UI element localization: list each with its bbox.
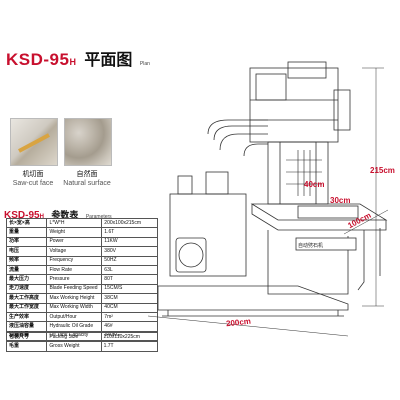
table-frame [267, 230, 349, 295]
param-name-en: Blade Feeding Speed [46, 283, 103, 295]
param-name-en: Frequency [46, 255, 103, 266]
model-suffix: H [69, 57, 76, 67]
natural-surface-caption: 自然面 Natural surface [57, 170, 117, 188]
param-name-cn: 功率 [5, 236, 48, 248]
caption-cn: 自然面 [76, 171, 98, 178]
param-name-cn: 最大工作宽度 [5, 302, 48, 313]
param-name-en: Weight [46, 227, 103, 238]
tank-door [175, 237, 207, 273]
param-name-en: Hydraulic Oil Grade [46, 321, 103, 332]
params-model: KSD-95 [4, 210, 40, 221]
saw-cut-sample-photo [10, 118, 58, 166]
plan-title-cn: 平面图 [84, 52, 133, 69]
param-name-cn: 液压油容量 [5, 321, 48, 332]
param-name-en: Max Working Width [46, 302, 103, 313]
param-name-cn: 毛重 [5, 341, 48, 352]
page-title: KSD-95H 平面图 Plan [6, 46, 150, 70]
param-name-cn: 重量 [5, 227, 48, 238]
params-title-en: Parameters [85, 214, 112, 220]
param-name-cn: 流量 [5, 264, 48, 276]
width-40-dimension: 40cm [304, 180, 325, 189]
param-name-en: Packing Size [46, 331, 102, 343]
press-head [249, 67, 339, 143]
param-name-en: Power [46, 236, 103, 248]
model-name: KSD-95 [6, 50, 70, 69]
param-value: 1.7T [100, 341, 159, 352]
param-name-en: Flow Rate [46, 264, 103, 276]
param-name-en: Pressure [46, 274, 103, 285]
tank-gauge [178, 242, 204, 268]
brand-plate-text: 自动劈石机 [298, 242, 323, 249]
pump [205, 171, 229, 195]
natural-surface-sample-photo [64, 118, 112, 166]
length-dim-line [148, 315, 349, 337]
width-dim-line [343, 209, 389, 235]
param-name-en: Max Working Height [46, 293, 103, 304]
brand-plate [295, 237, 357, 251]
param-name-cn: 频率 [5, 255, 48, 266]
param-name-cn: 最大工作高度 [5, 293, 48, 304]
pipe-1 [207, 119, 268, 135]
params-title-cn: 参数表 [51, 210, 79, 220]
motor [177, 175, 193, 195]
caption-en: Saw-cut face [12, 180, 54, 187]
param-name-cn: 电压 [5, 246, 48, 257]
param-name-en: L*W*H [46, 217, 103, 229]
saw-cut-caption: 机切面 Saw-cut face [3, 170, 63, 188]
depth-30-dimension: 30cm [330, 196, 351, 205]
param-name-en: Voltage [46, 246, 103, 257]
param-name-cn: 最大压力 [5, 274, 48, 285]
plan-title-en: Plan [139, 61, 150, 67]
caption-en: Natural surface [63, 180, 111, 187]
param-name-cn: 走刀速度 [5, 283, 48, 295]
base-frame [157, 285, 349, 311]
param-name-en: Output/Hour [46, 311, 103, 323]
param-name-cn: 包装尺寸 [5, 331, 48, 343]
top-cap [287, 61, 327, 79]
caption-cn: 机切面 [22, 171, 44, 178]
side-motor [333, 89, 351, 131]
blade-grid [286, 150, 322, 196]
param-name-en: Gross Weight [46, 341, 102, 352]
params-model-suffix: H [39, 214, 44, 220]
hydraulic-tank [169, 193, 247, 277]
param-name-cn: 长×宽×高 [5, 217, 48, 229]
top-block [255, 73, 287, 101]
parameters-title: KSD-95H 参数表 Parameters [4, 205, 112, 223]
height-dimension: 215cm [370, 166, 395, 175]
param-name-cn: 生产效率 [5, 311, 48, 323]
machine-drawing: 自动劈石机 [148, 61, 389, 337]
